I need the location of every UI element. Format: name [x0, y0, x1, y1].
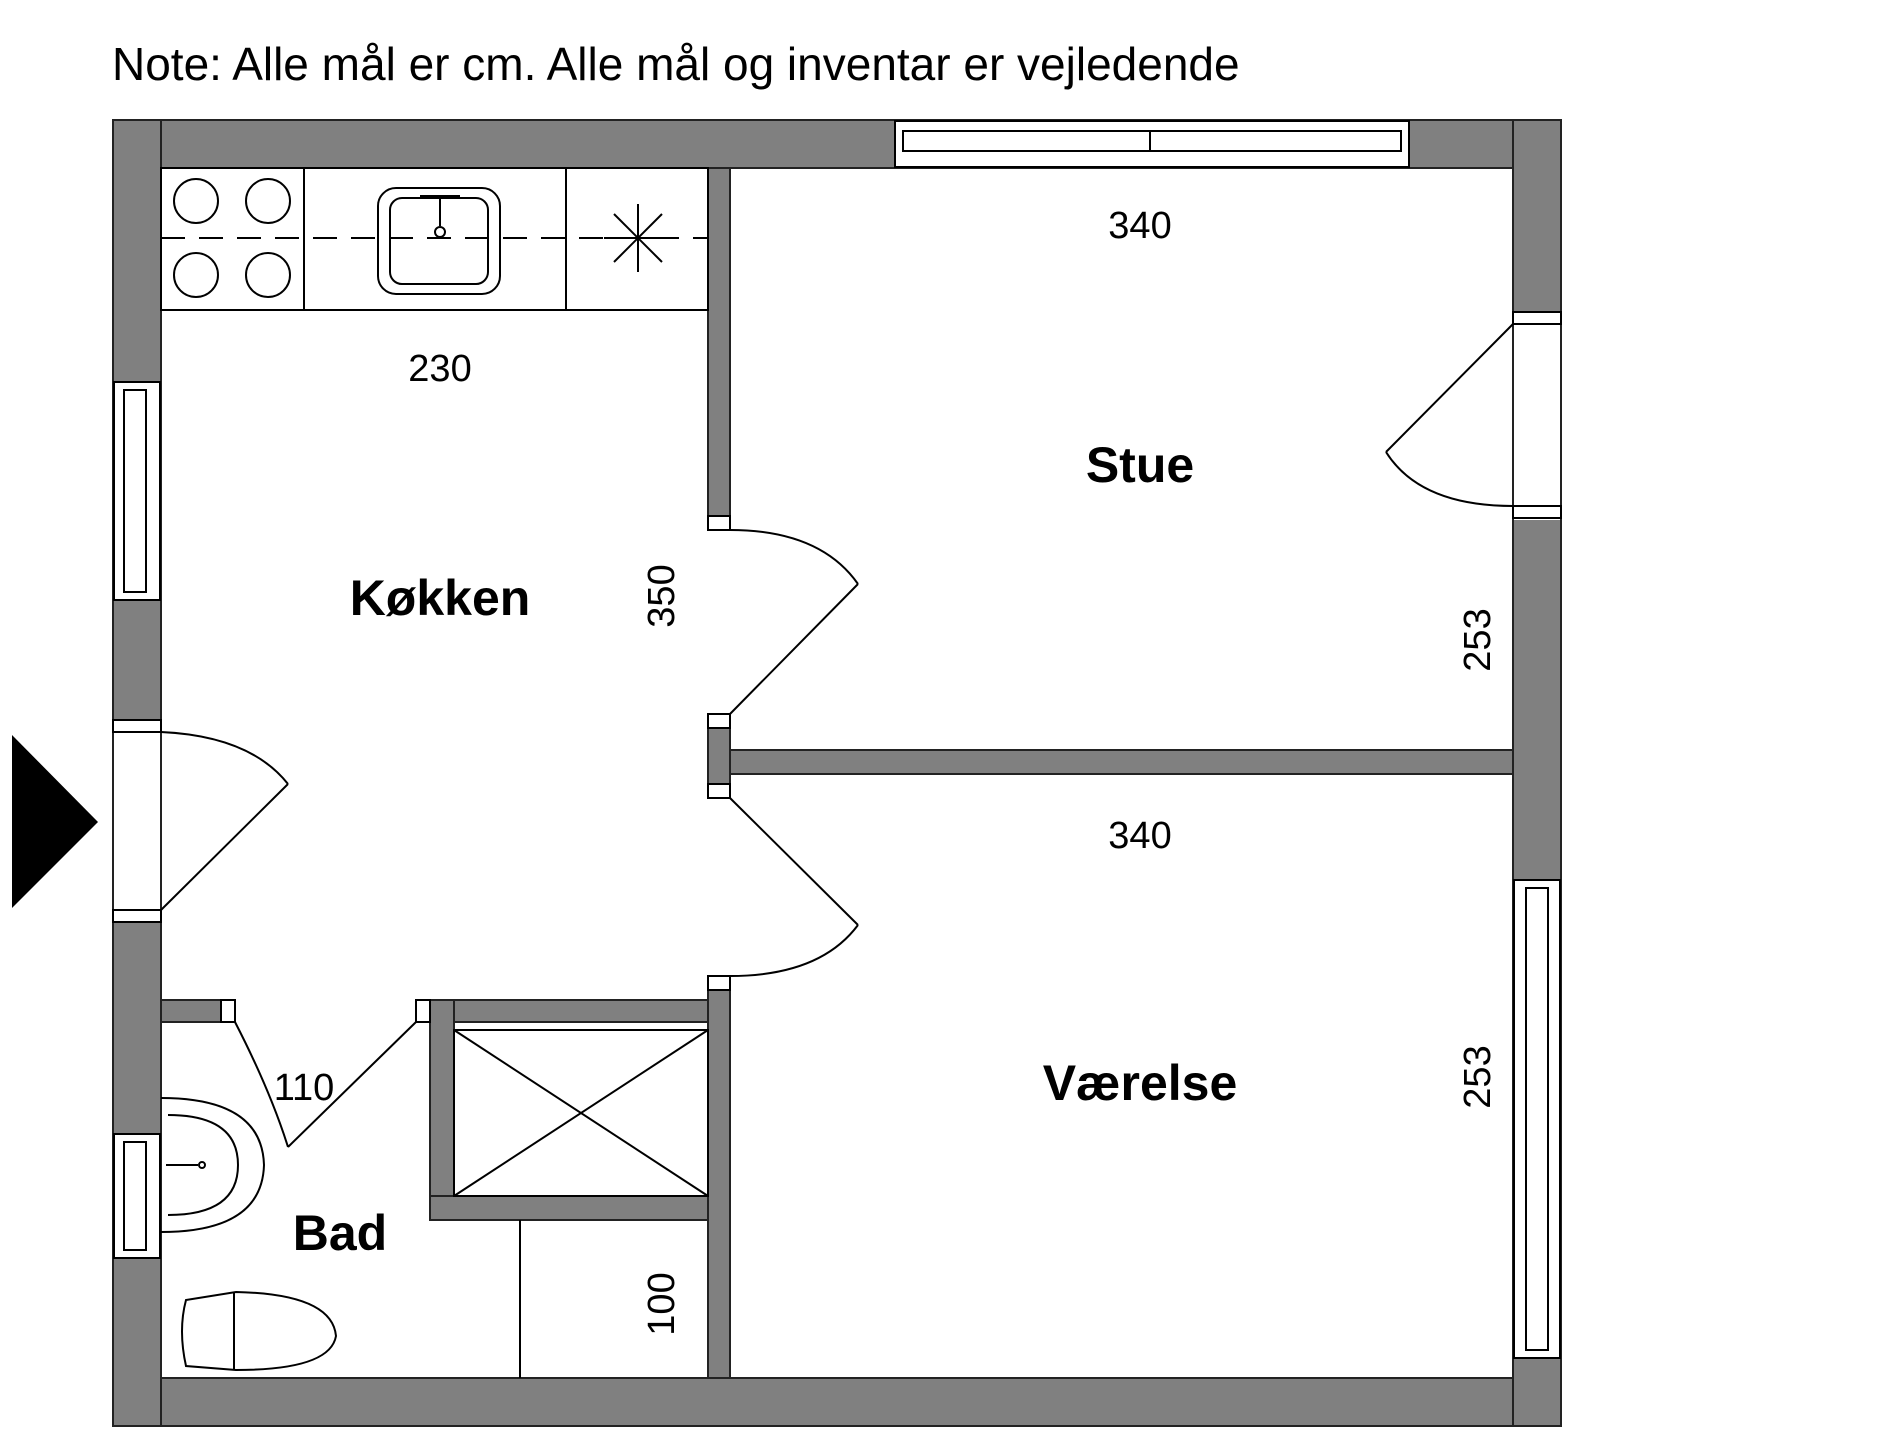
dim-bath-width: 110	[274, 1067, 335, 1109]
room-label-bath: Bad	[293, 1205, 387, 1261]
door-entrance	[160, 731, 289, 911]
wall-openings	[114, 314, 1560, 1021]
shower-icon	[453, 1029, 709, 1197]
room-label-kitchen: Køkken	[350, 570, 531, 626]
door-kitchen-living	[729, 529, 859, 715]
dim-kitchen-depth: 350	[641, 564, 683, 627]
window-right-bedroom	[1513, 879, 1561, 1359]
fridge-icon	[604, 204, 672, 272]
window-left-kitchen	[113, 381, 161, 601]
window-top	[894, 120, 1410, 168]
room-label-living: Stue	[1086, 437, 1194, 493]
note-text: Note: Alle mål er cm. Alle mål og invent…	[112, 38, 1240, 90]
dim-kitchen-width: 230	[408, 348, 471, 390]
entrance-arrow-icon	[12, 735, 98, 908]
toilet-icon	[181, 1290, 338, 1372]
door-kitchen-bedroom	[729, 797, 859, 977]
door-bath	[234, 1021, 417, 1148]
dim-living-depth: 253	[1457, 608, 1499, 671]
window-left-bath	[113, 1133, 161, 1259]
interior-walls	[160, 167, 1514, 1379]
dim-bedroom-width: 340	[1108, 815, 1171, 857]
kitchen-counter	[160, 167, 709, 311]
stove-icon	[173, 178, 291, 298]
door-stubs	[112, 311, 1562, 1023]
dim-bath-depth: 100	[641, 1272, 683, 1335]
dim-bedroom-depth: 253	[1457, 1045, 1499, 1108]
door-living-balcony	[1385, 323, 1514, 507]
kitchen-sink-icon	[377, 187, 501, 295]
washbasin-icon	[160, 1097, 266, 1233]
room-label-bedroom: Værelse	[1043, 1055, 1238, 1111]
dim-living-width: 340	[1108, 205, 1171, 247]
